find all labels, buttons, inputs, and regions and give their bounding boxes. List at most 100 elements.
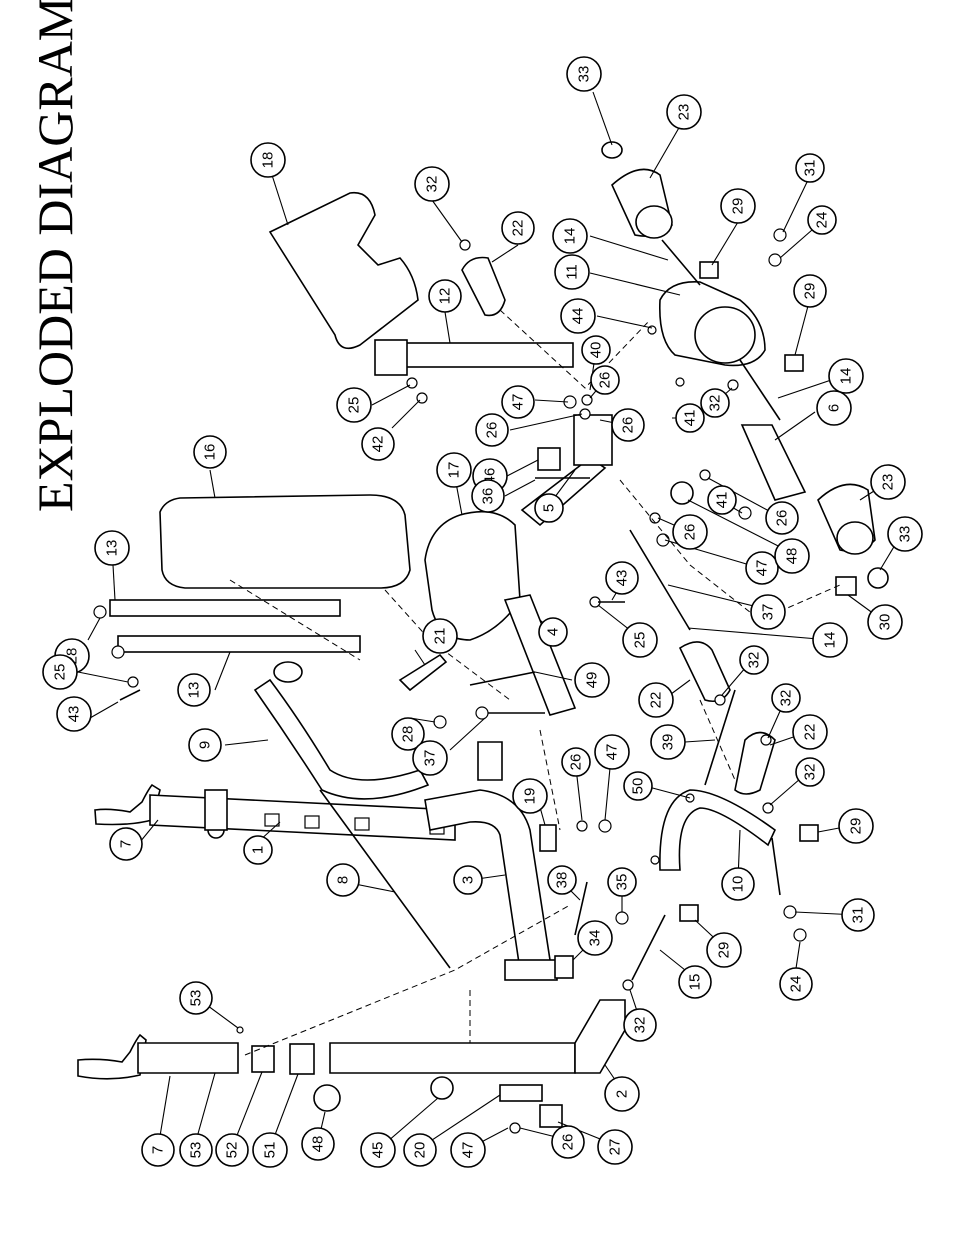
part-30-cap: [835, 576, 857, 596]
callout-circle: [450, 1132, 486, 1168]
callout-circle: [94, 530, 130, 566]
leader-12: [444, 311, 451, 344]
callout-9: 9: [188, 728, 222, 762]
callout-14: 14: [812, 622, 848, 658]
part-11-roller: [694, 306, 756, 364]
callout-12: 12: [428, 279, 462, 313]
leader-20: [419, 1094, 501, 1149]
part-28-cap-c: [433, 715, 447, 729]
part-23-roller-upper-end: [635, 205, 673, 239]
callout-circle: [566, 56, 602, 92]
callout-circle: [792, 714, 828, 750]
callout-label: 1: [250, 846, 267, 854]
callout-44: 44: [560, 298, 596, 334]
callout-label: 53: [188, 1142, 205, 1159]
callout-label: 52: [224, 1142, 241, 1159]
callout-label: 37: [422, 750, 439, 767]
leader-28a: [87, 617, 101, 641]
callout-circle: [193, 435, 227, 469]
callout-label: 29: [730, 198, 747, 215]
callout-label: 31: [802, 160, 819, 177]
callout-label: 18: [260, 152, 277, 169]
part-10-axle: [771, 837, 781, 896]
callout-circle: [828, 358, 864, 394]
part-25-washer-b: [127, 676, 139, 688]
callout-26: 26: [551, 1125, 585, 1159]
callout-37: 37: [750, 594, 786, 630]
callout-label: 17: [446, 462, 463, 479]
callout-43: 43: [56, 696, 92, 732]
callout-circle: [551, 1125, 585, 1159]
callout-label: 7: [118, 840, 135, 848]
callout-label: 42: [370, 436, 387, 453]
part-5-block: [573, 414, 613, 466]
callout-29: 29: [720, 188, 756, 224]
leader-7a: [139, 819, 159, 843]
part-23-roller-lower-end: [836, 521, 874, 555]
callout-label: 26: [620, 417, 637, 434]
part-49-pin: [469, 671, 536, 686]
callout-circle: [301, 1127, 335, 1161]
leader-18: [271, 174, 289, 226]
part-37-pin-head: [475, 706, 489, 720]
callout-circle: [361, 427, 395, 461]
leader-14c: [687, 627, 831, 641]
part-47-nut-c: [598, 819, 612, 833]
part-24-clip-b: [793, 928, 807, 942]
callout-24: 24: [807, 205, 837, 235]
page-title-group: EXPLODED DIAGRAM: [27, 0, 83, 512]
part-33-cap-lower: [867, 567, 889, 589]
assembly-line-f: [699, 699, 736, 781]
part-14-bar-mid: [739, 359, 781, 421]
part-14-bar-upper: [661, 239, 701, 286]
callout-4: 4: [538, 617, 568, 647]
callout-circle: [574, 662, 610, 698]
callout-label: 44: [570, 308, 587, 325]
callout-circle: [795, 153, 825, 183]
callout-label: 32: [707, 395, 724, 412]
callout-circle: [771, 683, 801, 713]
callout-label: 47: [510, 394, 527, 411]
parts-drawing: [77, 141, 889, 1134]
leader-14a: [589, 235, 669, 261]
callout-circle: [179, 981, 213, 1015]
callout-label: 43: [614, 570, 631, 587]
part-7-upper-foot: [94, 783, 161, 826]
callout-47: 47: [501, 385, 535, 419]
callout-label: 16: [202, 444, 219, 461]
callout-51: 51: [252, 1132, 288, 1168]
callout-circle: [739, 645, 769, 675]
assembly-line-g: [539, 729, 561, 831]
callout-circle: [597, 1129, 633, 1165]
callout-circle: [720, 188, 756, 224]
callout-label: 27: [607, 1139, 624, 1156]
assembly-line-h: [229, 579, 361, 661]
callout-label: 40: [588, 342, 605, 359]
callout-41: 41: [675, 403, 705, 433]
callout-label: 14: [562, 228, 579, 245]
callout-circle: [795, 757, 825, 787]
callout-label: 9: [197, 741, 214, 749]
callout-26: 26: [590, 365, 620, 395]
callout-circle: [841, 898, 875, 932]
callout-circle: [501, 385, 535, 419]
callout-circle: [538, 617, 568, 647]
callout-label: 45: [370, 1142, 387, 1159]
leader-47a: [534, 399, 569, 403]
callout-label: 33: [897, 526, 914, 543]
callout-14: 14: [828, 358, 864, 394]
part-15-bar: [631, 914, 666, 981]
part-33-cap-upper: [601, 141, 623, 159]
part-31-knob-b: [783, 905, 797, 919]
callout-circle: [765, 501, 799, 535]
callout-label: 23: [880, 474, 897, 491]
callout-48: 48: [774, 538, 810, 574]
leader-39: [684, 739, 716, 743]
callout-circle: [252, 1132, 288, 1168]
assembly-line-d: [499, 309, 651, 389]
assembly-lines: [229, 309, 841, 1056]
callout-circle: [650, 724, 686, 760]
leader-33a: [592, 91, 613, 146]
callout-circle: [774, 538, 810, 574]
